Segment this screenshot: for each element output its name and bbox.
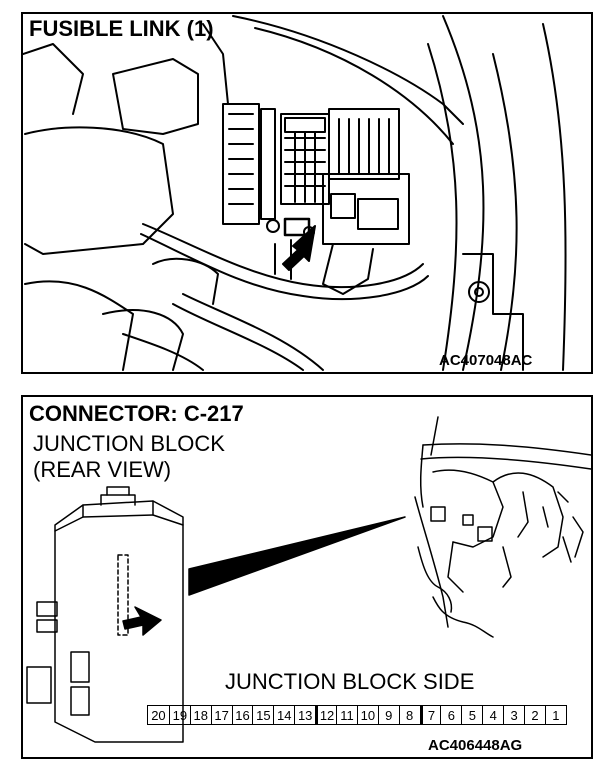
connector-pin: 9 <box>377 706 399 724</box>
figure-code: AC406448AG <box>428 737 523 754</box>
connector-pin: 6 <box>440 706 461 724</box>
connector-pin: 16 <box>231 706 253 724</box>
connector-pin: 4 <box>482 706 503 724</box>
connector-pin: 5 <box>461 706 482 724</box>
engine-compartment-illustration <box>23 15 567 371</box>
connector-pin: 10 <box>356 706 378 724</box>
fusible-link-panel: FUSIBLE LINK (1) AC407048AC <box>21 12 593 374</box>
connector-pin: 7 <box>419 706 441 724</box>
connector-pin: 11 <box>336 706 357 724</box>
junction-block-label: JUNCTION BLOCK <box>33 431 225 456</box>
junction-block-side-label: JUNCTION BLOCK SIDE <box>225 669 475 694</box>
connector-pin: 3 <box>503 706 524 724</box>
connector-pin: 8 <box>398 706 420 724</box>
connector-pin: 17 <box>210 706 232 724</box>
connector-pin: 15 <box>252 706 273 724</box>
connector-pin: 1 <box>544 706 566 724</box>
rear-view-label: (REAR VIEW) <box>33 457 172 482</box>
figure-code: AC407048AC <box>439 352 533 369</box>
connector-pin: 20 <box>151 707 166 723</box>
junction-block-illustration <box>26 416 591 743</box>
connector-pin: 2 <box>524 706 545 724</box>
connector-pin: 12 <box>315 706 336 724</box>
connector-pin: 13 <box>294 706 315 724</box>
connector-pin: 19 <box>168 706 190 724</box>
connector-panel: CONNECTOR: C-217 JUNCTION BLOCK (REAR VI… <box>21 395 593 759</box>
connector-pin: 18 <box>189 706 211 724</box>
connector-pin: 14 <box>273 706 294 724</box>
panel-title: FUSIBLE LINK (1) <box>29 16 214 41</box>
connector-title: CONNECTOR: C-217 <box>29 401 244 426</box>
